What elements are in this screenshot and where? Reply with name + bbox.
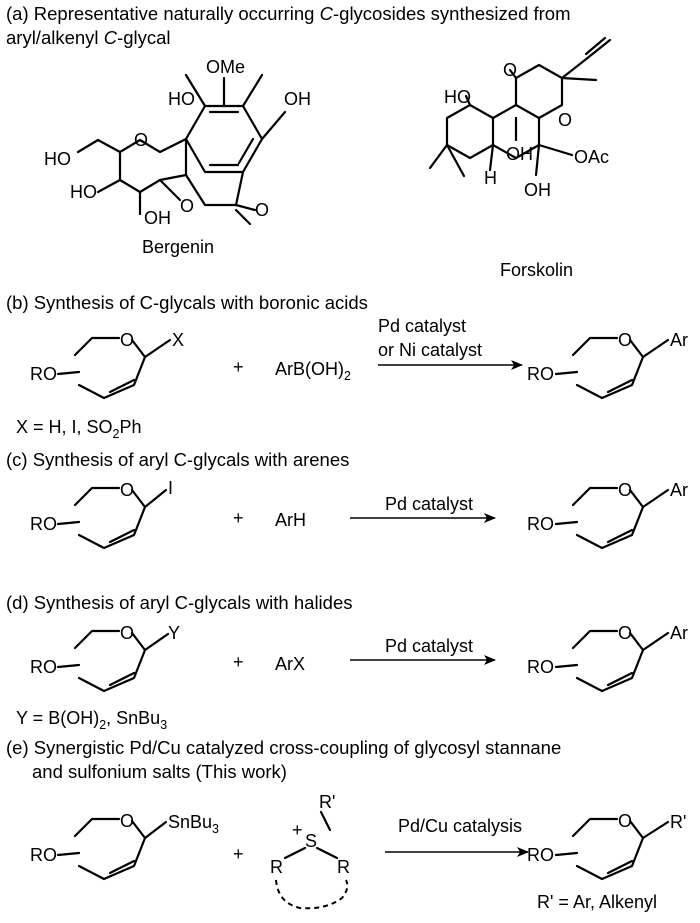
section-d: (d) Synthesis of aryl C-glycals with hal… <box>6 592 688 732</box>
aryl-glycal-product-b: O Ar RO <box>527 330 688 400</box>
reactant-b-ro: RO <box>30 364 57 384</box>
section-c: (c) Synthesis of aryl C-glycals with are… <box>6 449 688 550</box>
reactant-b-x: X <box>172 330 184 350</box>
forskolin-structure: HO O O OH H OAc OH <box>428 36 612 200</box>
product-e-ro: RO <box>527 845 554 865</box>
aryl-glycal-product-c: O Ar RO <box>527 480 688 550</box>
bergenin-structure: OMe HO OH HO O HO OH O O <box>44 57 311 228</box>
catalyst-b-line2: or Ni catalyst <box>378 340 482 360</box>
sulfonium-r-right: R <box>337 857 350 877</box>
product-e-r-prime: R' <box>670 812 686 832</box>
plus-c: + <box>233 508 244 528</box>
glycosyl-stannane-reactant: O SnBu3 RO <box>30 811 219 881</box>
stannane-ro: RO <box>30 845 57 865</box>
product-c-ro: RO <box>527 514 554 534</box>
stannane-oxygen: O <box>120 811 134 831</box>
product-b-oxygen: O <box>618 330 632 350</box>
catalyst-d: Pd catalyst <box>385 636 473 656</box>
reactant-d-ro: RO <box>30 657 57 677</box>
forskolin-oac-label: OAc <box>574 147 609 167</box>
catalyst-e: Pd/Cu catalysis <box>398 816 522 836</box>
c-glycal-product-e: O R' RO <box>527 811 686 881</box>
product-d-ro: RO <box>527 657 554 677</box>
product-c-ar: Ar <box>670 480 688 500</box>
aryl-glycal-product-d: O Ar RO <box>527 623 688 693</box>
reactant-d-oxygen: O <box>120 623 134 643</box>
glycal-reactant-b: O X RO <box>30 330 184 400</box>
section-a-title-line1: (a) Representative naturally occurring C… <box>6 3 571 24</box>
sulfonium-r-prime: R' <box>319 792 335 812</box>
boronic-acid-reagent: ArB(OH)2 <box>275 359 351 383</box>
section-e: (e) Synergistic Pd/Cu catalyzed cross-co… <box>6 737 686 912</box>
product-b-ar: Ar <box>670 330 688 350</box>
halide-reagent: ArX <box>275 654 305 674</box>
bergenin-lactone-oxygen: O <box>180 196 194 216</box>
section-b-title: (b) Synthesis of C-glycals with boronic … <box>6 292 368 313</box>
glycal-reactant-d: O Y RO <box>30 623 180 693</box>
forskolin-name: Forskolin <box>500 260 573 280</box>
forskolin-ho-label: HO <box>444 87 471 107</box>
section-e-title-line2: and sulfonium salts (This work) <box>32 761 287 782</box>
sulfonium-dashed-ring <box>275 879 349 910</box>
section-b: (b) Synthesis of C-glycals with boronic … <box>6 292 688 441</box>
plus-d: + <box>233 652 244 672</box>
forskolin-ring-oxygen: O <box>558 110 572 130</box>
bergenin-c3-ho-label: HO <box>70 182 97 202</box>
plus-b: + <box>233 357 244 377</box>
sulfonium-r-left: R <box>270 857 283 877</box>
bergenin-oh-label: OH <box>284 89 311 109</box>
product-b-ro: RO <box>527 364 554 384</box>
product-e-oxygen: O <box>618 811 632 831</box>
arene-reagent: ArH <box>275 510 306 530</box>
reactant-d-y: Y <box>168 623 180 643</box>
section-d-title: (d) Synthesis of aryl C-glycals with hal… <box>6 592 353 613</box>
reactant-c-iodo: I <box>168 478 173 498</box>
bergenin-ome-label: OMe <box>206 57 245 77</box>
product-d-ar: Ar <box>670 623 688 643</box>
catalyst-c: Pd catalyst <box>385 494 473 514</box>
sulfonium-charge: + <box>292 820 303 840</box>
reactant-c-oxygen: O <box>120 480 134 500</box>
section-c-title: (c) Synthesis of aryl C-glycals with are… <box>6 449 349 470</box>
sulfonium-salt: R' + S R R <box>270 792 350 910</box>
sulfonium-s: S <box>305 831 317 851</box>
reactant-c-ro: RO <box>30 514 57 534</box>
bergenin-name: Bergenin <box>142 237 214 257</box>
forskolin-h-label: H <box>484 168 497 188</box>
bergenin-c2-oh-label: OH <box>144 208 171 228</box>
product-c-oxygen: O <box>618 480 632 500</box>
glycal-reactant-c: O I RO <box>30 478 173 550</box>
stannane-snbu3: SnBu3 <box>168 812 219 836</box>
product-d-oxygen: O <box>618 623 632 643</box>
bergenin-ch2oh-label: HO <box>44 149 71 169</box>
reactant-b-oxygen: O <box>120 330 134 350</box>
bergenin-ring-oxygen: O <box>134 130 148 150</box>
bergenin-carbonyl-oxygen: O <box>255 200 269 220</box>
note-e: R' = Ar, Alkenyl <box>537 892 657 912</box>
section-a: (a) Representative naturally occurring C… <box>6 3 612 280</box>
forskolin-ketone-oxygen: O <box>503 60 517 80</box>
plus-e: + <box>233 844 244 864</box>
catalyst-b-line1: Pd catalyst <box>378 316 466 336</box>
forskolin-oh-mid: OH <box>506 144 533 164</box>
forskolin-oh-bottom: OH <box>524 180 551 200</box>
section-e-title-line1: (e) Synergistic Pd/Cu catalyzed cross-co… <box>6 737 561 758</box>
note-b: X = H, I, SO2Ph <box>16 417 142 441</box>
note-d: Y = B(OH)2, SnBu3 <box>16 708 167 732</box>
bergenin-ho-label: HO <box>168 89 195 109</box>
section-a-title-line2: aryl/alkenyl C-glycal <box>6 27 171 48</box>
